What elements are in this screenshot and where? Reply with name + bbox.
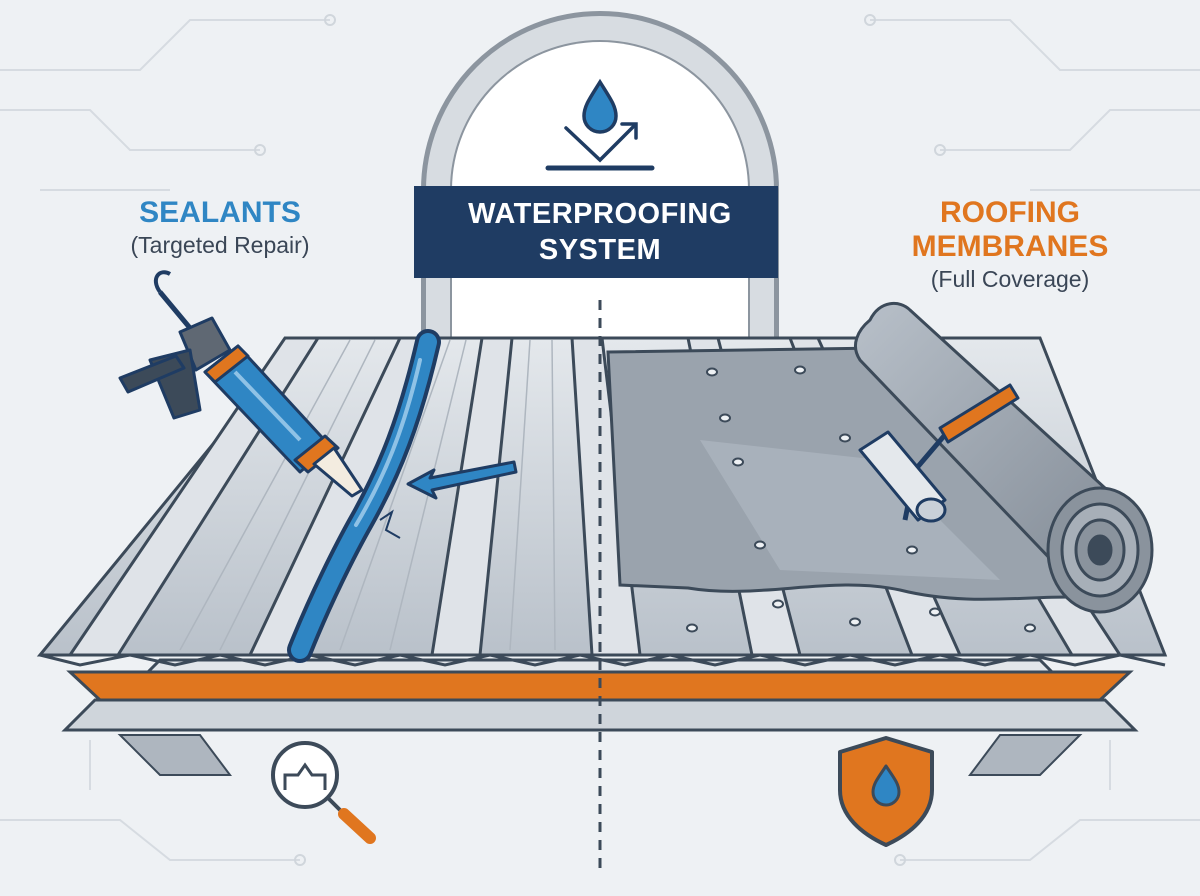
sealants-subtitle: (Targeted Repair) [130, 232, 310, 258]
membranes-title-line-2: MEMBRANES [911, 230, 1109, 263]
sealants-title: SEALANTS [139, 196, 301, 229]
membranes-title: ROOFING MEMBRANES [830, 196, 1190, 264]
arrow-to-crack [406, 460, 518, 500]
paint-roller-icon [858, 383, 1020, 523]
header-banner [414, 186, 778, 278]
membranes-subtitle: (Full Coverage) [930, 266, 1090, 292]
magnifier-inspect-icon [271, 741, 376, 844]
shield-drop-icon [838, 736, 934, 847]
title-line-1: WATERPROOFING [468, 198, 732, 230]
roof-crack [379, 509, 401, 539]
sealant-bead-fill [291, 333, 437, 659]
water-repel-icon [545, 78, 655, 171]
circuit-nodes [254, 14, 946, 866]
membrane-fasteners [686, 365, 1036, 633]
title-line-2: SYSTEM [538, 234, 662, 266]
sealant-highlight [354, 358, 422, 527]
roof-grooves [179, 339, 556, 651]
membranes-title-line-1: ROOFING [940, 196, 1080, 229]
page-title: WATERPROOFING SYSTEM [422, 196, 778, 268]
arch-frame [421, 11, 779, 340]
membrane-roll [854, 301, 1154, 614]
caulk-gun-icon [118, 270, 364, 498]
